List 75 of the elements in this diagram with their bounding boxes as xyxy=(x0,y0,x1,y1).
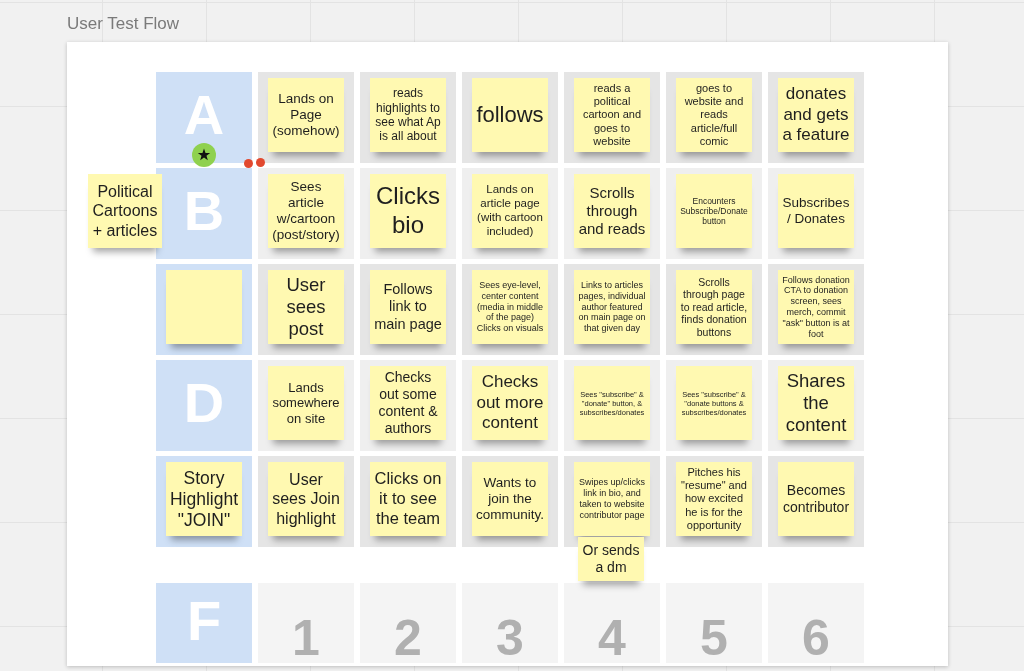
grid-cell xyxy=(768,264,864,355)
grid-cell xyxy=(666,264,762,355)
sticky-note: goes to website and reads article/full comic xyxy=(676,78,752,152)
sticky-note: reads highlights to see what Ap is all about xyxy=(370,78,446,152)
sticky-note: Checks out more content xyxy=(472,366,548,440)
sticky-note: Shares the content xyxy=(778,366,854,440)
sticky-note: Wants to join the community. xyxy=(472,462,548,536)
grid-cell xyxy=(258,456,354,547)
column-number: 6 xyxy=(802,613,830,663)
grid-cell xyxy=(768,360,864,451)
sticky-note: Pitches his "resume" and how excited he is for the opportunity xyxy=(676,462,752,536)
sticky-note xyxy=(166,270,242,344)
grid-cell xyxy=(462,456,558,547)
column-number: 5 xyxy=(700,613,728,663)
sticky-note: reads a political cartoon and goes to website xyxy=(574,78,650,152)
grid-cell xyxy=(564,168,660,259)
sticky-note: Story Highlight "JOIN" xyxy=(166,462,242,536)
grid-cell xyxy=(462,72,558,163)
row-header xyxy=(156,168,252,259)
row-header xyxy=(156,72,252,163)
sticky-note: Scrolls through page to read article, finds donation buttons xyxy=(676,270,752,344)
grid-cell xyxy=(666,72,762,163)
sticky-note: User sees Join highlight xyxy=(268,462,344,536)
column-number: 1 xyxy=(292,613,320,663)
grid-cell xyxy=(462,168,558,259)
sticky-note: Becomes contributor xyxy=(778,462,854,536)
grid-cell xyxy=(564,264,660,355)
grid-cell xyxy=(258,360,354,451)
row-header xyxy=(156,456,252,547)
sticky-note: Sees article w/cartoon (post/story) xyxy=(268,174,344,248)
sticky-note: Scrolls through and reads xyxy=(574,174,650,248)
grid-cell xyxy=(564,72,660,163)
sticky-note: Swipes up/clicks link in bio, and taken to website contributor page xyxy=(574,462,650,536)
grid-cell xyxy=(360,264,456,355)
sticky-note: Follows donation CTA to donation screen, sees merch, commit "ask" button is at foot xyxy=(778,270,854,344)
sticky-note: Links to articles pages, individual author featured on main page on that given day xyxy=(574,270,650,344)
grid-cell xyxy=(462,360,558,451)
sticky-note: Clicks bio xyxy=(370,174,446,248)
sticky-note: Lands somewhere on site xyxy=(268,366,344,440)
sticky-note: User sees post xyxy=(268,270,344,344)
column-number: 4 xyxy=(598,613,626,663)
sticky-note: Lands on article page (with cartoon included) xyxy=(472,174,548,248)
grid-cell xyxy=(258,264,354,355)
grid-cell xyxy=(360,72,456,163)
grid-cell xyxy=(768,72,864,163)
grid-cell xyxy=(360,168,456,259)
grid-cell xyxy=(462,264,558,355)
grid-cell xyxy=(666,360,762,451)
sticky-note: Sees eye-level, center content (media in middle of the page) Clicks on visuals xyxy=(472,270,548,344)
grid-cell xyxy=(564,360,660,451)
grid-cell xyxy=(666,168,762,259)
grid-cell xyxy=(360,360,456,451)
sticky-note: follows xyxy=(472,78,548,152)
frame-title: User Test Flow xyxy=(67,14,180,34)
grid-cell xyxy=(768,168,864,259)
grid-cell xyxy=(360,456,456,547)
sticky-note: Lands on Page (somehow) xyxy=(268,78,344,152)
grid-cell xyxy=(564,583,660,663)
sticky-note: Checks out some content & authors xyxy=(370,366,446,440)
row-header xyxy=(156,360,252,451)
row-header xyxy=(156,264,252,355)
sticky-note: Subscribes / Donates xyxy=(778,174,854,248)
column-number: 2 xyxy=(394,613,422,663)
sticky-note: Follows link to main page xyxy=(370,270,446,344)
sticky-note: Political Cartoons + articles xyxy=(88,174,162,248)
grid-cell xyxy=(666,456,762,547)
row-header xyxy=(156,583,252,663)
sticky-note: donates and gets a feature xyxy=(778,78,854,152)
column-number: 3 xyxy=(496,613,524,663)
sticky-note: Encounters Subscribe/Donate button xyxy=(676,174,752,248)
sticky-note: Clicks on it to see the team xyxy=(370,462,446,536)
grid-cell xyxy=(768,456,864,547)
grid-cell xyxy=(258,168,354,259)
grid-cell xyxy=(258,72,354,163)
sticky-note: Or sends a dm xyxy=(578,537,644,581)
